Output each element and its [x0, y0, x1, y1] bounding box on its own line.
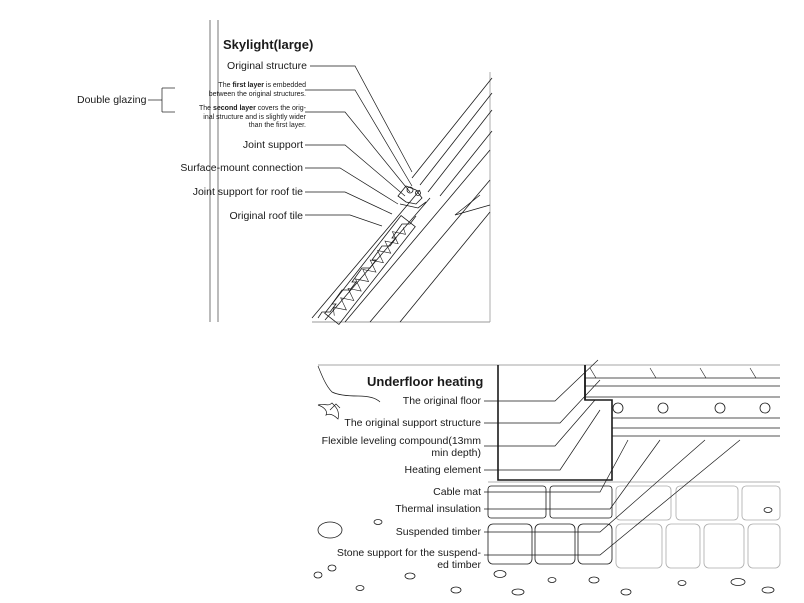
label-double-glazing: Double glazing	[77, 94, 147, 106]
underfloor-drawing	[313, 364, 781, 596]
label-heating-element: Heating element	[404, 464, 481, 476]
underfloor-leaders	[484, 359, 741, 556]
label-second-layer: The second layer covers the orig- inal s…	[198, 105, 306, 129]
label-first-layer: The first layer is embedded between the …	[208, 82, 306, 98]
label-flexible-leveling-compound: Flexible leveling compound(13mm min dept…	[321, 435, 481, 459]
label-thermal-insulation: Thermal insulation	[395, 503, 481, 515]
label-original-floor: The original floor	[402, 395, 481, 407]
skylight-title: Skylight(large)	[223, 37, 314, 52]
label-original-support-structure: The original support structure	[344, 417, 481, 429]
skylight-leaders	[148, 65, 413, 227]
label-joint-support: Joint support	[242, 139, 303, 151]
label-surface-mount-connection: Surface-mount connection	[180, 162, 303, 174]
label-suspended-timber: Suspended timber	[395, 526, 481, 538]
label-joint-support-roof-tie: Joint support for roof tie	[192, 186, 303, 198]
skylight-drawing	[209, 20, 493, 325]
underfloor-title: Underfloor heating	[367, 374, 484, 389]
label-cable-mat: Cable mat	[433, 486, 481, 498]
label-stone-support: Stone support for the suspend- ed timber	[336, 547, 481, 571]
label-original-roof-tile: Original roof tile	[229, 210, 303, 222]
label-original-structure: Original structure	[227, 60, 307, 72]
